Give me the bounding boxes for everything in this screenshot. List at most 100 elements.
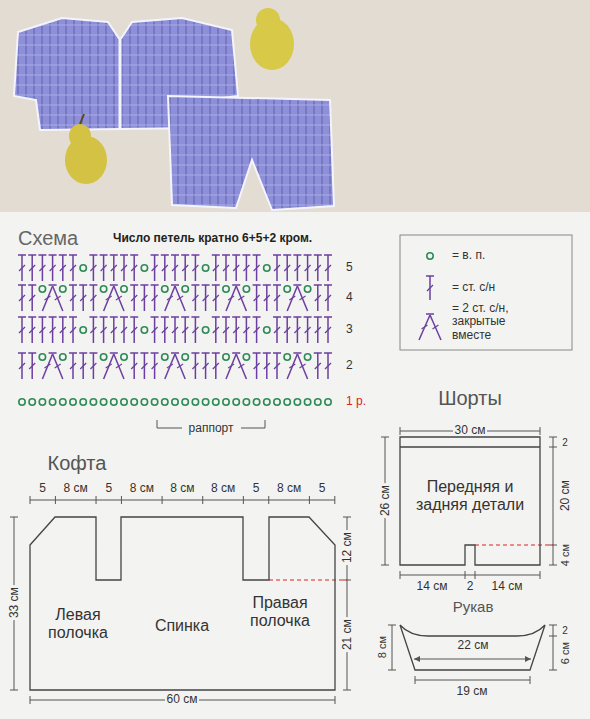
double-crochet-symbol <box>70 327 76 333</box>
double-crochet-symbol <box>140 284 148 286</box>
double-crochet-symbol <box>284 265 290 271</box>
decrease-symbol <box>177 296 183 300</box>
double-crochet-symbol <box>110 316 118 318</box>
double-crochet-symbol <box>131 265 137 271</box>
double-crochet-symbol <box>254 265 260 271</box>
chain-symbol <box>304 286 310 292</box>
piece-outline <box>30 517 335 690</box>
decrease-symbol <box>165 354 175 379</box>
double-crochet-symbol <box>253 352 261 354</box>
double-crochet-symbol <box>171 254 179 256</box>
dimension-tick <box>465 571 466 579</box>
legend-text: = ст. с/н <box>452 281 495 294</box>
jacket-band <box>119 40 122 129</box>
double-crochet-symbol <box>39 265 45 271</box>
double-crochet-symbol <box>39 327 45 333</box>
decrease-symbol <box>297 354 307 379</box>
double-crochet-symbol <box>427 285 433 291</box>
double-crochet-symbol <box>38 316 46 318</box>
double-crochet-symbol <box>273 316 281 318</box>
row-number: 5 <box>346 261 353 274</box>
chain-symbol <box>182 399 188 405</box>
double-crochet-symbol <box>19 363 25 369</box>
decrease-symbol <box>49 352 57 354</box>
dimension-line <box>553 625 554 670</box>
dimension-tick <box>549 670 557 671</box>
double-crochet-symbol <box>19 265 25 271</box>
double-crochet-symbol <box>89 352 97 354</box>
double-crochet-symbol <box>325 327 331 333</box>
dimension-label: 5 <box>39 482 46 495</box>
chain-symbol <box>29 399 35 405</box>
double-crochet-symbol <box>182 327 188 333</box>
dimension-line <box>414 659 531 660</box>
chain-symbol <box>284 399 290 405</box>
dimension-tick <box>381 565 389 566</box>
double-crochet-symbol <box>305 265 311 271</box>
decrease-symbol <box>228 364 234 368</box>
decrease-symbol <box>236 286 246 311</box>
chain-symbol <box>49 399 55 405</box>
double-crochet-symbol <box>130 254 138 256</box>
dimension-label: 8 см <box>376 636 388 658</box>
double-crochet-symbol <box>253 284 261 286</box>
double-crochet-symbol <box>171 316 179 318</box>
dimension-label: 8 см <box>64 482 88 495</box>
dimension-label: 5 <box>253 482 260 495</box>
double-crochet-symbol <box>130 352 138 354</box>
rapport-bracket <box>241 428 265 429</box>
decrease-symbol <box>175 286 185 311</box>
chain-symbol <box>60 399 66 405</box>
double-crochet-symbol <box>18 316 26 318</box>
dimension-tick <box>30 496 31 504</box>
double-crochet-symbol <box>141 295 147 301</box>
double-crochet-symbol <box>29 295 35 301</box>
chain-symbol <box>192 399 198 405</box>
double-crochet-symbol <box>192 295 198 301</box>
double-crochet-symbol <box>111 265 117 271</box>
decrease-symbol <box>287 286 297 311</box>
double-crochet-symbol <box>222 254 230 256</box>
decrease-symbol <box>55 296 61 300</box>
dimension-tick <box>388 625 396 626</box>
dimension-tick <box>415 676 416 684</box>
chain-symbol <box>162 286 168 292</box>
double-crochet-symbol <box>80 363 86 369</box>
marker-line <box>475 544 553 545</box>
double-crochet-symbol <box>152 327 158 333</box>
double-crochet-symbol <box>274 265 280 271</box>
chain-symbol <box>141 265 147 271</box>
double-crochet-symbol <box>151 352 159 354</box>
chain-symbol <box>243 399 249 405</box>
chain-symbol <box>182 286 188 292</box>
double-crochet-symbol <box>90 295 96 301</box>
double-crochet-symbol <box>131 327 137 333</box>
decrease-symbol <box>49 284 57 286</box>
double-crochet-symbol <box>254 295 260 301</box>
part-name: Передняя и задняя детали <box>410 478 530 513</box>
double-crochet-symbol <box>314 254 322 256</box>
double-crochet-symbol <box>213 363 219 369</box>
decrease-symbol <box>45 364 51 368</box>
double-crochet-symbol <box>18 284 26 286</box>
chain-symbol <box>427 253 433 259</box>
double-crochet-symbol <box>222 316 230 318</box>
dimension-tick <box>121 496 122 504</box>
chain-symbol <box>80 399 86 405</box>
double-crochet-symbol <box>223 265 229 271</box>
double-crochet-symbol <box>294 265 300 271</box>
decrease-symbol <box>293 284 301 286</box>
chain-symbol <box>70 399 76 405</box>
chain-symbol <box>121 354 127 360</box>
decrease-symbol <box>287 354 297 379</box>
double-crochet-symbol <box>324 284 332 286</box>
double-crochet-symbol <box>89 316 97 318</box>
decrease-symbol <box>110 352 118 354</box>
chain-symbol <box>223 286 229 292</box>
double-crochet-symbol <box>90 363 96 369</box>
double-crochet-symbol <box>182 265 188 271</box>
chain-symbol <box>111 399 117 405</box>
part-name: Левая полочка <box>35 606 121 641</box>
part-title: Рукав <box>453 599 494 616</box>
row-number: 2 <box>346 359 353 372</box>
